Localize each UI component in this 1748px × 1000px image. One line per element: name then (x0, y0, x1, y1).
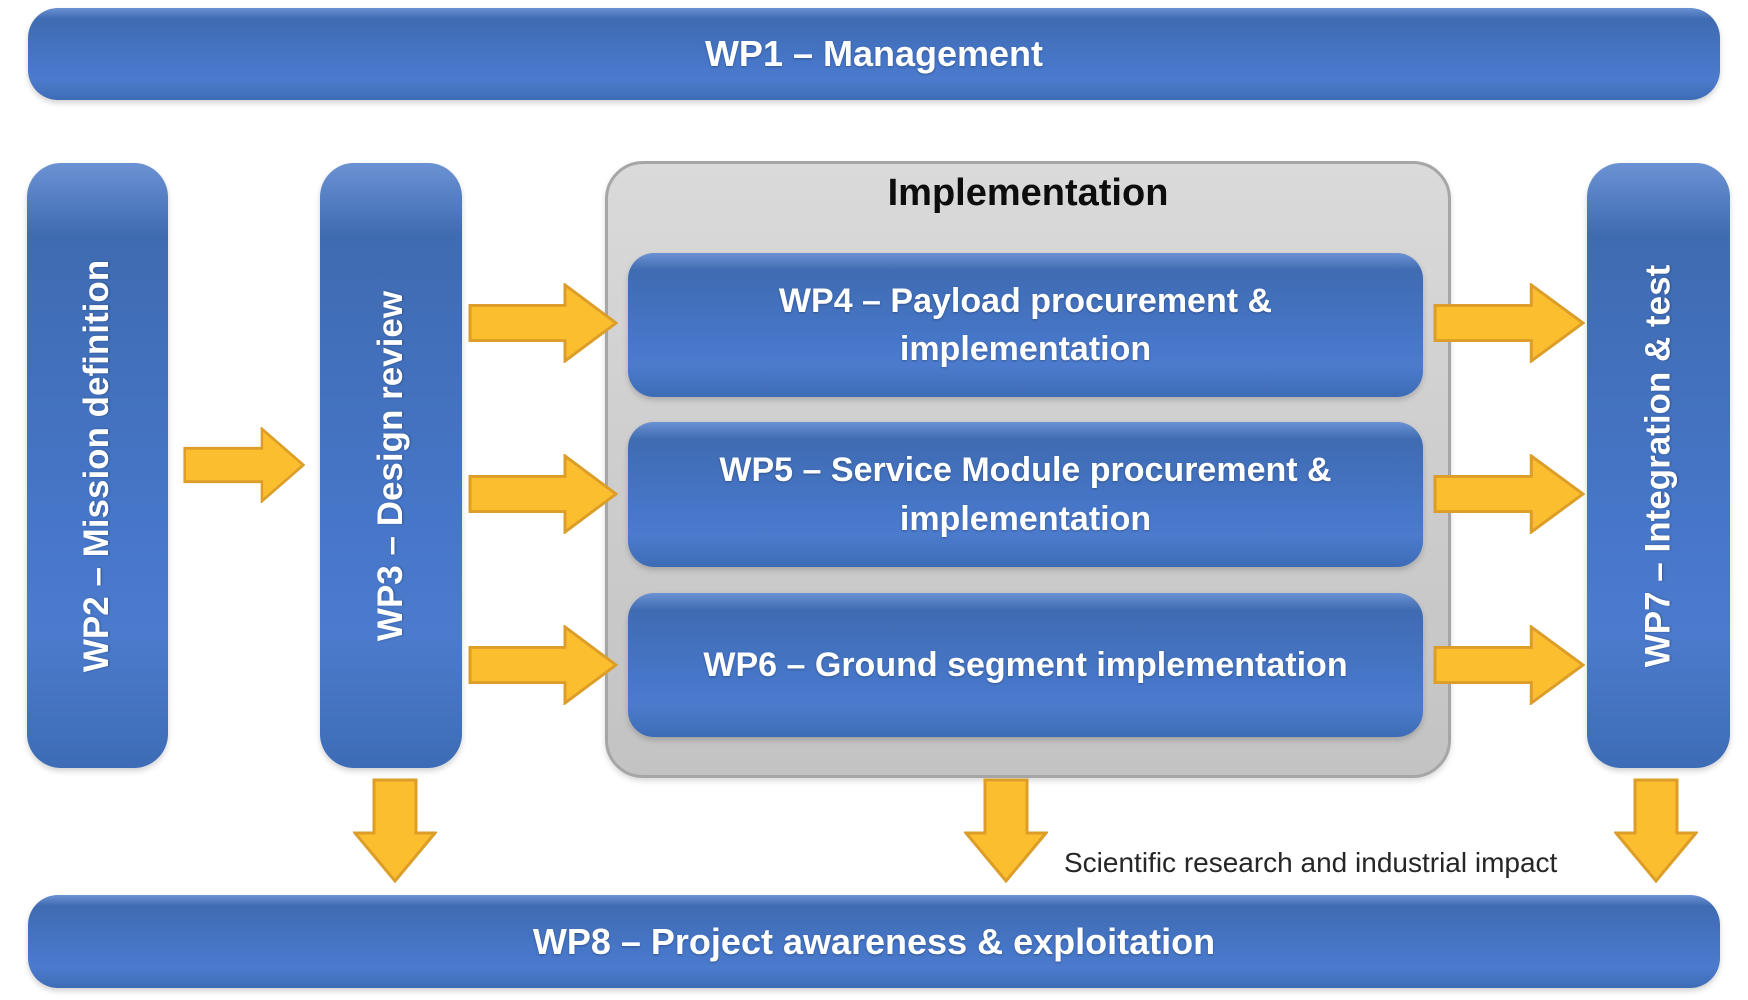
wp1-label: WP1 – Management (704, 33, 1044, 74)
wp4-label: WP4 – Payload procurement & implementati… (778, 281, 1273, 368)
wp2-mission-definition-box: WP2 – Mission definition (27, 163, 168, 768)
arrow-wp4-to-wp7-icon (1433, 283, 1585, 363)
wp4-payload-procurement-box: WP4 – Payload procurement & implementati… (628, 253, 1423, 397)
arrow-wp3-to-wp5-icon (468, 454, 618, 534)
wp1-management-box: WP1 – Management (28, 8, 1720, 100)
wp5-label: WP5 – Service Module procurement & imple… (719, 451, 1332, 538)
wp6-label: WP6 – Ground segment implementation (703, 645, 1348, 684)
arrow-wp3-to-wp6-icon (468, 625, 618, 705)
implementation-group-title: Implementation (887, 172, 1169, 214)
wp7-integration-test-box: WP7 – Integration & test (1587, 163, 1730, 768)
wp3-design-review-box: WP3 – Design review (320, 163, 462, 768)
arrow-wp7-to-wp8-icon (1614, 778, 1698, 883)
wp2-label: WP2 – Mission definition (77, 259, 117, 672)
wp5-service-module-box: WP5 – Service Module procurement & imple… (628, 422, 1423, 567)
arrow-wp3-to-wp4-icon (468, 283, 618, 363)
arrow-wp3-to-wp8-icon (353, 778, 437, 883)
wp8-label: WP8 – Project awareness & exploitation (532, 920, 1216, 962)
arrow-wp5-to-wp7-icon (1433, 454, 1585, 534)
arrow-implementation-to-wp8-icon (964, 778, 1048, 883)
wp7-label: WP7 – Integration & test (1638, 264, 1678, 667)
wp3-label: WP3 – Design review (371, 290, 411, 641)
arrow-wp6-to-wp7-icon (1433, 625, 1585, 705)
arrow-wp2-to-wp3-icon (183, 427, 305, 503)
caption-scientific-research: Scientific research and industrial impac… (1064, 847, 1558, 878)
wp6-ground-segment-box: WP6 – Ground segment implementation (628, 593, 1423, 737)
wp8-project-awareness-box: WP8 – Project awareness & exploitation (28, 895, 1720, 988)
